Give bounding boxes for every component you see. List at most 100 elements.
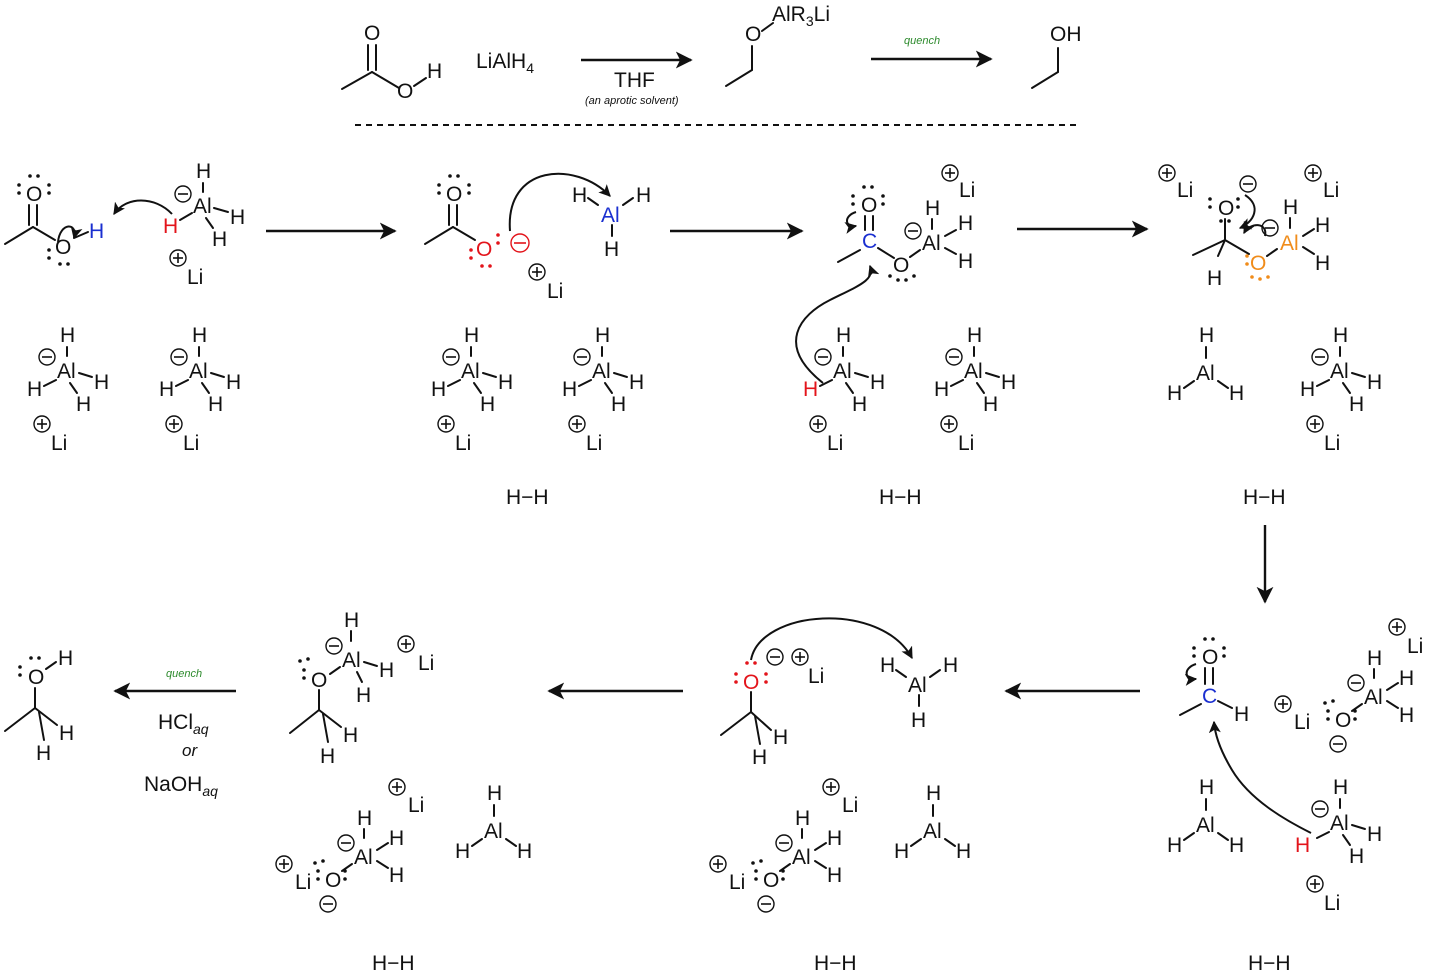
negative-charge [510, 233, 530, 253]
positive-charge [1158, 164, 1176, 182]
svg-text:H: H [629, 371, 644, 394]
hydrogen-gas-label: H−H [1243, 486, 1286, 509]
svg-text:H: H [827, 827, 842, 850]
svg-text:Li: Li [729, 871, 745, 894]
svg-text:Al: Al [1330, 812, 1349, 835]
atom-H: H [230, 206, 245, 229]
svg-text:H: H [983, 393, 998, 416]
positive-charge [1304, 164, 1322, 182]
step4-tetrahedral-intermediate: Li Li O H O H Al H H [1158, 164, 1339, 290]
svg-text:H: H [852, 393, 867, 416]
positive-charge [941, 164, 959, 182]
atom-Li: Li [1407, 635, 1423, 658]
aluminate-complex: Li H Al H H O [709, 807, 842, 913]
negative-charge [174, 185, 192, 203]
atom-H: H [163, 215, 178, 238]
positive-charge [1388, 618, 1406, 636]
atom-H: H [958, 212, 973, 235]
ethanol-product: OH [1031, 23, 1082, 89]
svg-text:H: H [58, 647, 73, 670]
svg-text:H: H [226, 371, 241, 394]
svg-text:H: H [894, 840, 909, 863]
svg-text:O: O [325, 869, 341, 892]
atom-Li: Li [1177, 179, 1193, 202]
atom-O: O [26, 183, 42, 206]
spectator-alh3: H Al H H [1167, 776, 1244, 857]
solvent-note: (an aprotic solvent) [585, 95, 679, 107]
svg-text:H: H [343, 724, 358, 747]
atom-O: O [55, 236, 71, 259]
atom-H: H [1315, 214, 1330, 237]
atom-H: H [1234, 703, 1249, 726]
svg-text:H: H [464, 324, 479, 347]
svg-text:H: H [595, 324, 610, 347]
svg-text:H: H [159, 378, 174, 401]
svg-text:H: H [827, 864, 842, 887]
svg-text:H: H [59, 722, 74, 745]
atom-O: O [364, 22, 380, 45]
spectator-lialh4: H Al H H H Li [1300, 324, 1382, 455]
atom-Al: Al [57, 360, 76, 383]
svg-text:Li: Li [295, 871, 311, 894]
svg-text:Li: Li [958, 432, 974, 455]
spectator-lialh4-top-li: Li [822, 778, 858, 817]
final-ethanol: O H H H [4, 647, 74, 765]
positive-charge [169, 249, 187, 267]
spectator-lialh4: H Al H H H Li [27, 324, 109, 455]
svg-text:H: H [208, 393, 223, 416]
svg-text:Al: Al [1364, 686, 1383, 709]
svg-text:Li: Li [1324, 892, 1340, 915]
atom-H: H [212, 228, 227, 251]
quench-label: quench [166, 668, 202, 680]
svg-text:H: H [1167, 382, 1182, 405]
svg-text:O: O [763, 869, 779, 892]
negative-charge [1261, 219, 1279, 237]
atom-H: H [925, 197, 940, 220]
atom-Li: Li [51, 432, 67, 455]
svg-text:H: H [389, 864, 404, 887]
svg-text:Al: Al [923, 820, 942, 843]
svg-text:H: H [1349, 845, 1364, 868]
hydrogen-gas-label: H−H [879, 486, 922, 509]
atom-H: H [604, 238, 619, 261]
svg-text:H: H [803, 378, 818, 401]
svg-text:H: H [752, 746, 767, 769]
atom-O: O [861, 194, 877, 217]
svg-text:Li: Li [827, 432, 843, 455]
svg-text:H: H [1367, 647, 1382, 670]
svg-text:H: H [480, 393, 495, 416]
atom-H: H [196, 160, 211, 183]
svg-text:Al: Al [342, 649, 361, 672]
product-label: OH [1050, 23, 1082, 46]
alkoxide-intermediate: O AlR3Li [725, 3, 830, 87]
svg-text:Al: Al [792, 846, 811, 869]
svg-text:Al: Al [484, 820, 503, 843]
spectator-lialh4: H Al H H H Li [934, 324, 1016, 455]
atom-H: H [572, 184, 587, 207]
atom-O: O [1202, 646, 1218, 669]
svg-text:Al: Al [1196, 814, 1215, 837]
atom-O: O [397, 80, 413, 103]
svg-text:H: H [943, 654, 958, 677]
spectator-lialh4: H Al H H H Li [159, 324, 241, 455]
svg-text:Li: Li [183, 432, 199, 455]
svg-text:H: H [880, 654, 895, 677]
atom-H: H [427, 60, 442, 83]
atom-Al: Al [193, 195, 212, 218]
svg-text:H: H [192, 324, 207, 347]
atom-Li: Li [547, 280, 563, 303]
hydrogen-gas-label: H−H [1248, 952, 1291, 975]
svg-text:H: H [356, 684, 371, 707]
atom-H: H [958, 250, 973, 273]
atom-C: C [1202, 685, 1217, 708]
svg-text:H: H [1399, 704, 1414, 727]
svg-text:Al: Al [908, 674, 927, 697]
svg-text:H: H [911, 709, 926, 732]
svg-text:H: H [870, 371, 885, 394]
atom-Li: Li [187, 266, 203, 289]
svg-text:H: H [562, 378, 577, 401]
svg-text:Li: Li [418, 652, 434, 675]
atom-H: H [1207, 267, 1222, 290]
step1-acid-base: O O H H Al H H H Li [4, 160, 245, 289]
